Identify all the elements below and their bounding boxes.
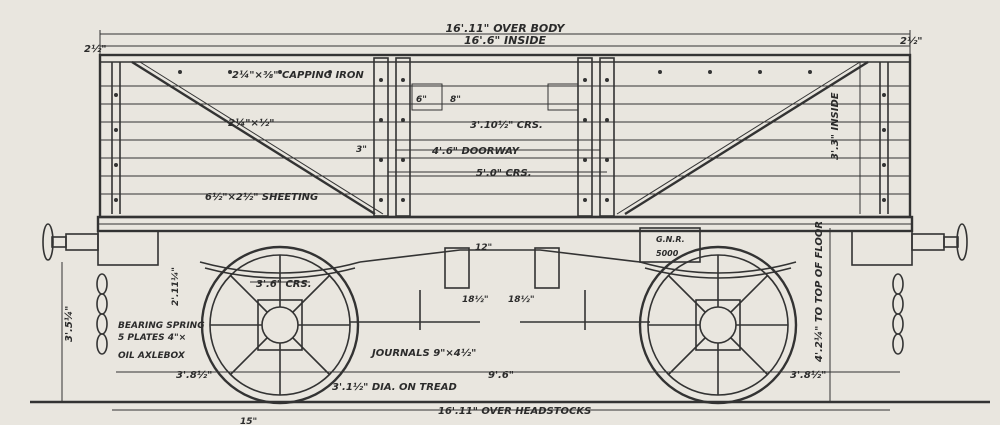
label-dim-3: 3" — [356, 145, 367, 155]
left-wheel — [200, 245, 360, 405]
left-buffer — [42, 223, 99, 261]
label-wheel-crs: 3'.6" CRS. — [256, 279, 312, 290]
label-dim-12: 12" — [475, 243, 492, 253]
right-buffer — [911, 223, 968, 261]
label-brace: 2¼"×½" — [228, 117, 274, 129]
label-spring-plates: 5 PLATES 4"× — [118, 333, 186, 343]
label-inside-height: 3'.3" INSIDE — [830, 92, 841, 160]
label-dim-6: 6" — [416, 95, 427, 105]
label-doorway: 4'.6" DOORWAY — [431, 146, 521, 157]
label-left-overhang: 3'.8½" — [176, 369, 212, 381]
label-wheel-dia: 3'.1½" DIA. ON TREAD — [332, 381, 457, 393]
label-floor-height: 4'.2¼" TO TOP OF FLOOR — [813, 221, 825, 363]
label-capping-iron: 2¼"×⅜" CAPPING IRON — [232, 69, 364, 81]
label-dim-8: 8" — [450, 95, 461, 105]
label-overall-height: 3'.5¼" — [63, 306, 75, 342]
label-wheelbase: 9'.6" — [488, 370, 514, 381]
label-plate: G.N.R. — [656, 235, 685, 244]
label-plate-number: 5000 — [656, 249, 679, 258]
label-over-headstocks: 16'.11" OVER HEADSTOCKS — [438, 406, 591, 417]
right-wheel — [638, 245, 798, 405]
number-plate — [639, 227, 701, 263]
label-crs-upper: 3'.10½" CRS. — [470, 119, 543, 131]
label-bearing-spring: BEARING SPRING — [118, 321, 205, 331]
label-journals: JOURNALS 9"×4½" — [370, 347, 476, 359]
label-inside: 16'.6" INSIDE — [464, 34, 547, 47]
label-crs-lower: 5'.0" CRS. — [476, 168, 532, 179]
dimension-lines — [61, 30, 911, 411]
right-diagonal-brace — [624, 60, 869, 216]
label-dim-15: 15" — [240, 417, 257, 425]
drawing-labels: 16'.11" OVER BODY 16'.6" INSIDE 2½" 2½" … — [63, 22, 923, 425]
brake-gear — [350, 247, 650, 330]
label-sheeting: 6½"×2½" SHEETING — [205, 191, 318, 203]
label-dim-18b: 18½" — [508, 295, 535, 305]
label-left-end: 2½" — [84, 43, 107, 55]
rivets — [114, 70, 886, 202]
bearing-springs — [199, 261, 797, 279]
coupling-chains — [96, 273, 904, 355]
label-dim-18a: 18½" — [462, 295, 489, 305]
left-axlebox — [257, 299, 303, 351]
door-stanchions — [373, 57, 615, 217]
label-dim-2-11: 2'.11¼" — [170, 267, 181, 306]
solebar — [96, 215, 914, 266]
right-axlebox — [695, 299, 741, 351]
label-over-body: 16'.11" OVER BODY — [446, 22, 566, 35]
label-right-overhang: 3'.8½" — [790, 369, 826, 381]
label-oil-axlebox: OIL AXLEBOX — [118, 351, 186, 361]
label-right-end: 2½" — [900, 35, 923, 47]
left-diagonal-brace — [131, 60, 376, 216]
